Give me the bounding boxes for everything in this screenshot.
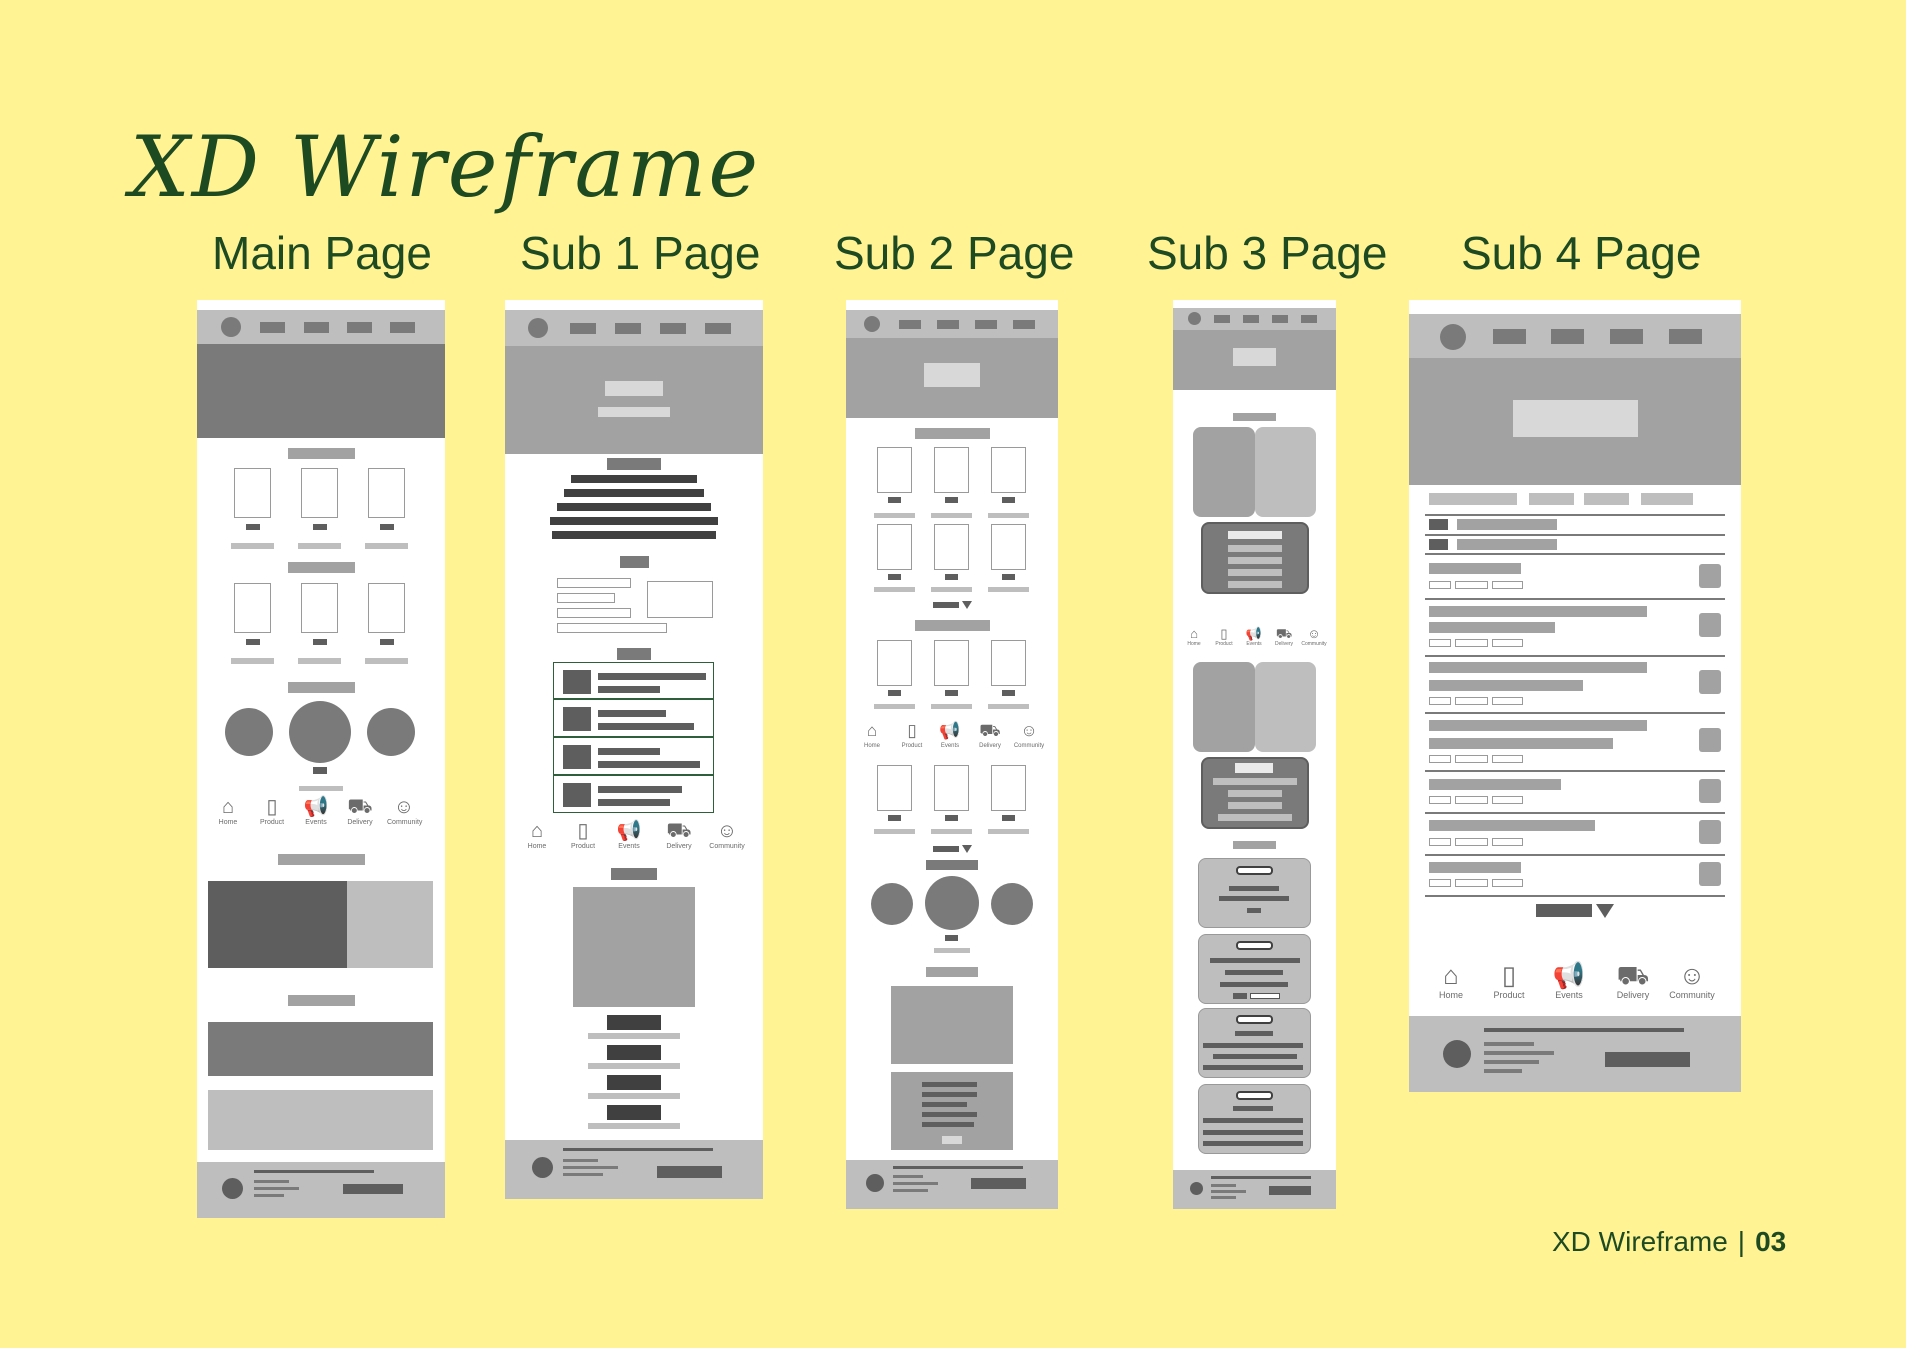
wf-card: [234, 468, 271, 518]
wireframe-sub2-page: ⌂Home ▯Product 📢Events ⛟Delivery ☺Commun…: [846, 300, 1058, 1209]
footer-caption: XD Wireframe | 03: [1552, 1226, 1786, 1258]
wf-hero: [197, 344, 445, 438]
wireframe-sub1-page: ⌂Home ▯Product 📢Events ⛟Delivery ☺Commun…: [505, 300, 763, 1199]
page-number: 03: [1755, 1226, 1787, 1257]
wf-nav: [260, 322, 285, 333]
footer-text: XD Wireframe: [1552, 1226, 1728, 1257]
label-sub1-page: Sub 1 Page: [520, 227, 761, 279]
wireframe-sub4-page: ⌂Home ▯Product 📢Events ⛟Delivery ☺Commun…: [1409, 300, 1741, 1092]
wireframe-sub3-page: ⌂Home ▯Product 📢Events ⛟Delivery ☺Commun…: [1173, 300, 1336, 1209]
wireframe-main-page: ⌂Home ▯Product 📢Events ⛟Delivery ☺Commun…: [197, 300, 445, 1218]
wf-nav-icon: ⌂Home: [218, 796, 238, 826]
wf-carousel-item: [225, 708, 273, 756]
page-title: XD Wireframe: [130, 118, 761, 216]
label-main-page: Main Page: [212, 227, 432, 279]
label-sub3-page: Sub 3 Page: [1147, 227, 1388, 279]
footer-separator: |: [1737, 1226, 1746, 1257]
wf-logo: [221, 317, 241, 337]
label-sub2-page: Sub 2 Page: [834, 227, 1075, 279]
label-sub4-page: Sub 4 Page: [1461, 227, 1702, 279]
